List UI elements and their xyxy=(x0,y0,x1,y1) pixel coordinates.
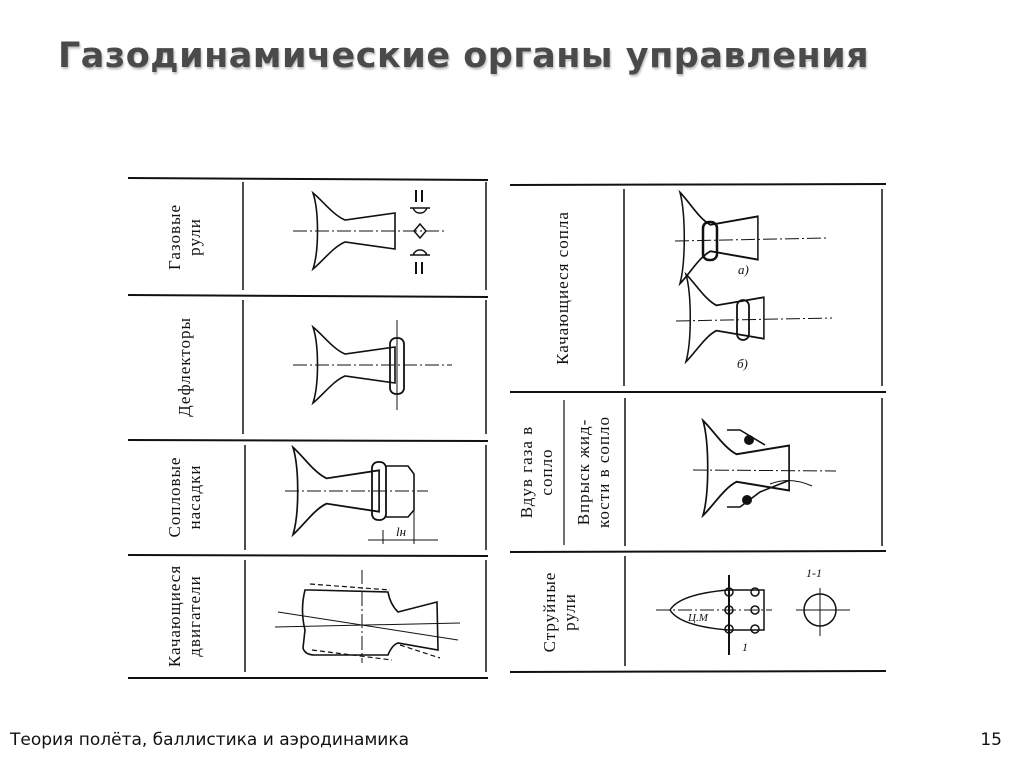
label-jet-vanes: Струйные рули xyxy=(540,571,579,653)
slide-title: Газодинамические органы управления xyxy=(58,36,870,76)
label-gas-vanes: Газовые рули xyxy=(165,203,204,271)
section-label: 1-1 xyxy=(806,566,822,580)
label-swinging-nozzles: Качающиеся сопла xyxy=(553,211,572,365)
swinging-nozzles-diagram xyxy=(674,191,833,363)
label-gas-injection: Вдув газа в сопло xyxy=(517,425,556,519)
gas-vanes-diagram xyxy=(293,190,445,274)
jet-vanes-diagram xyxy=(656,575,850,655)
right-table-lines xyxy=(509,183,887,673)
section-mark: 1 xyxy=(742,640,748,654)
injection-diagram xyxy=(692,419,837,517)
dimension-label: lн xyxy=(396,524,407,539)
nozzle-extensions-diagram xyxy=(285,446,438,544)
center-of-mass-label: Ц.М xyxy=(688,612,708,624)
swinging-engines-diagram xyxy=(274,570,461,663)
label-liquid-injection: Впрыск жид-кости в сопло xyxy=(574,415,613,529)
variant-a-label: а) xyxy=(738,262,749,277)
label-swinging-engines: Качающиеся двигатели xyxy=(165,564,204,668)
deflectors-diagram xyxy=(293,320,452,410)
footer-course-title: Теория полёта, баллистика и аэродинамика xyxy=(10,730,410,750)
label-deflectors: Дефлекторы xyxy=(175,317,194,417)
page-number: 15 xyxy=(980,730,1002,750)
variant-b-label: б) xyxy=(737,356,748,371)
left-table-lines xyxy=(127,177,489,679)
label-nozzle-extensions: Сопловые насадки xyxy=(165,456,204,538)
